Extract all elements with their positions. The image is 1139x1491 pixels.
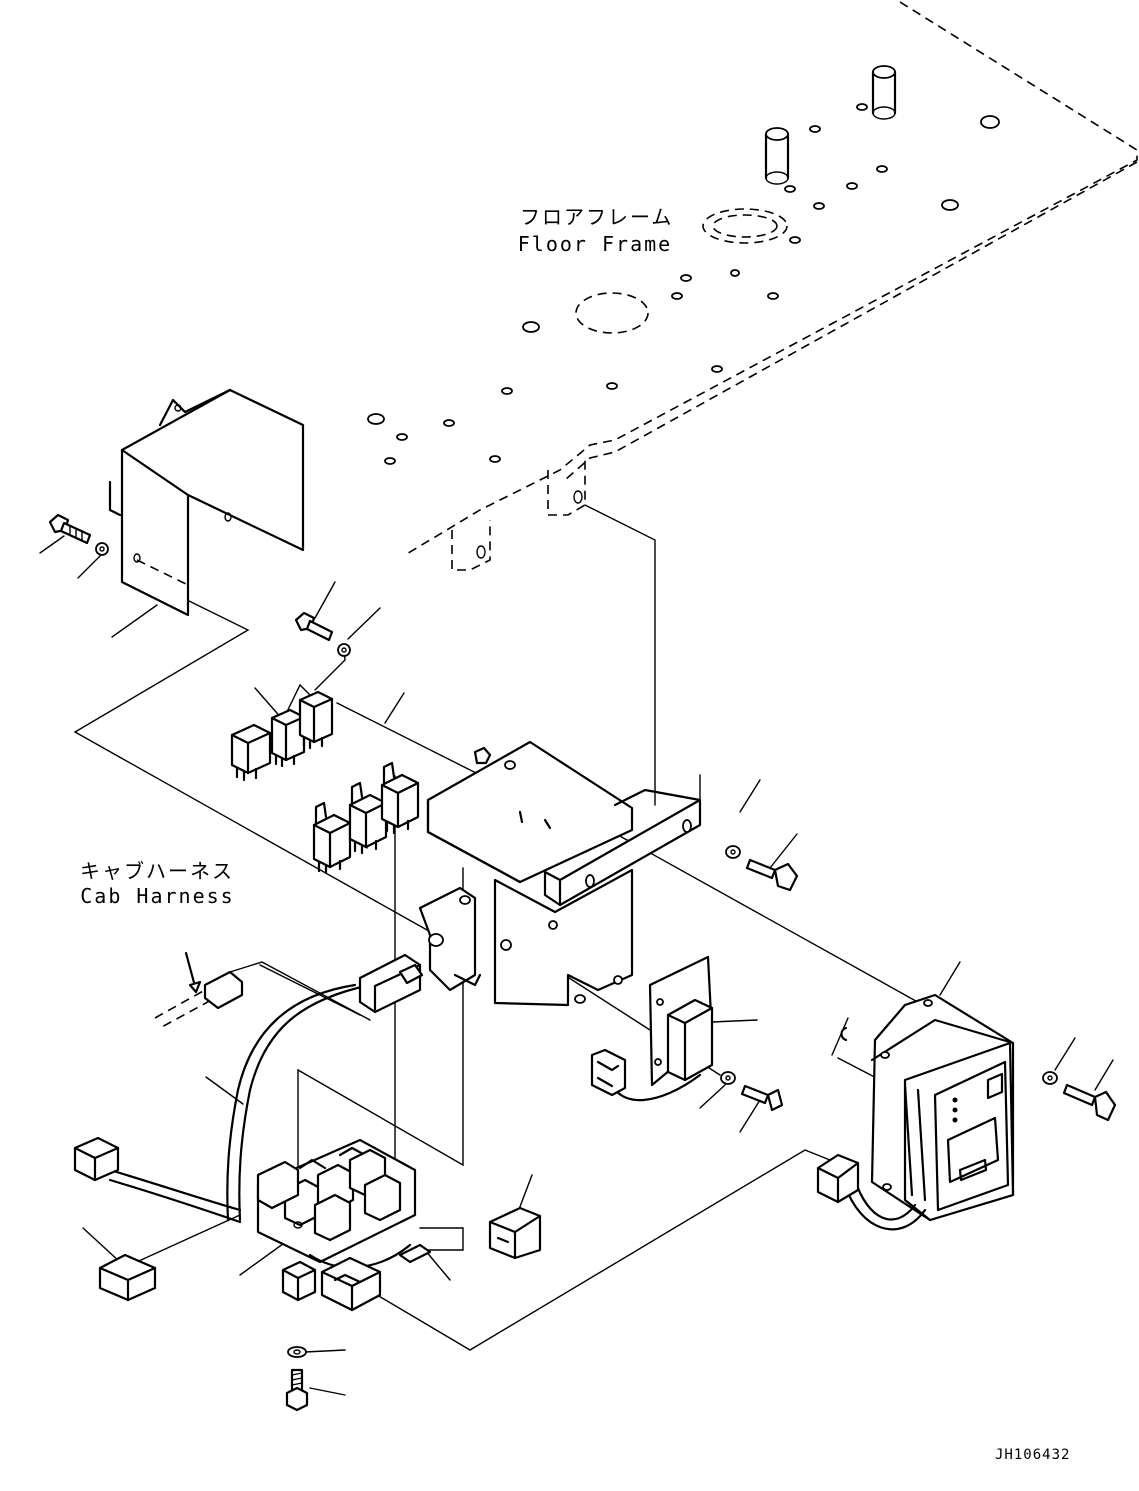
floor-frame-label-jp: フロアフレーム [520,205,674,229]
cab-harness-label-en: Cab Harness [80,884,235,908]
mounting-bracket [418,740,702,1007]
small-connectors [281,1206,542,1312]
relay-group-upper [230,690,334,782]
relay-group-lower [312,761,420,875]
assembly-lines [73,504,951,1351]
floor-frame-label-en: Floor Frame [517,232,673,256]
bolt-controller [1042,1071,1117,1122]
drawing-code: JH106432 [995,1447,1071,1463]
cab-harness-connector [154,951,371,1029]
bolt-module [720,1071,784,1112]
cab-harness-label-jp: キャブハーネス [80,859,234,883]
relay-block [256,1138,417,1269]
module-box [590,955,714,1102]
bolt-cover-left [48,513,109,556]
bolt-bracket-right [725,845,799,892]
frame-holes [367,103,1000,465]
clip-controller [840,1026,848,1042]
floor-frame [367,1,1138,571]
leader-lines [39,535,1114,1396]
cover-panel [108,388,305,617]
controller-unit [816,993,1015,1231]
screw-bottom [285,1346,309,1412]
bolt-relay-bracket [294,611,351,657]
wiring-harness [73,953,424,1302]
